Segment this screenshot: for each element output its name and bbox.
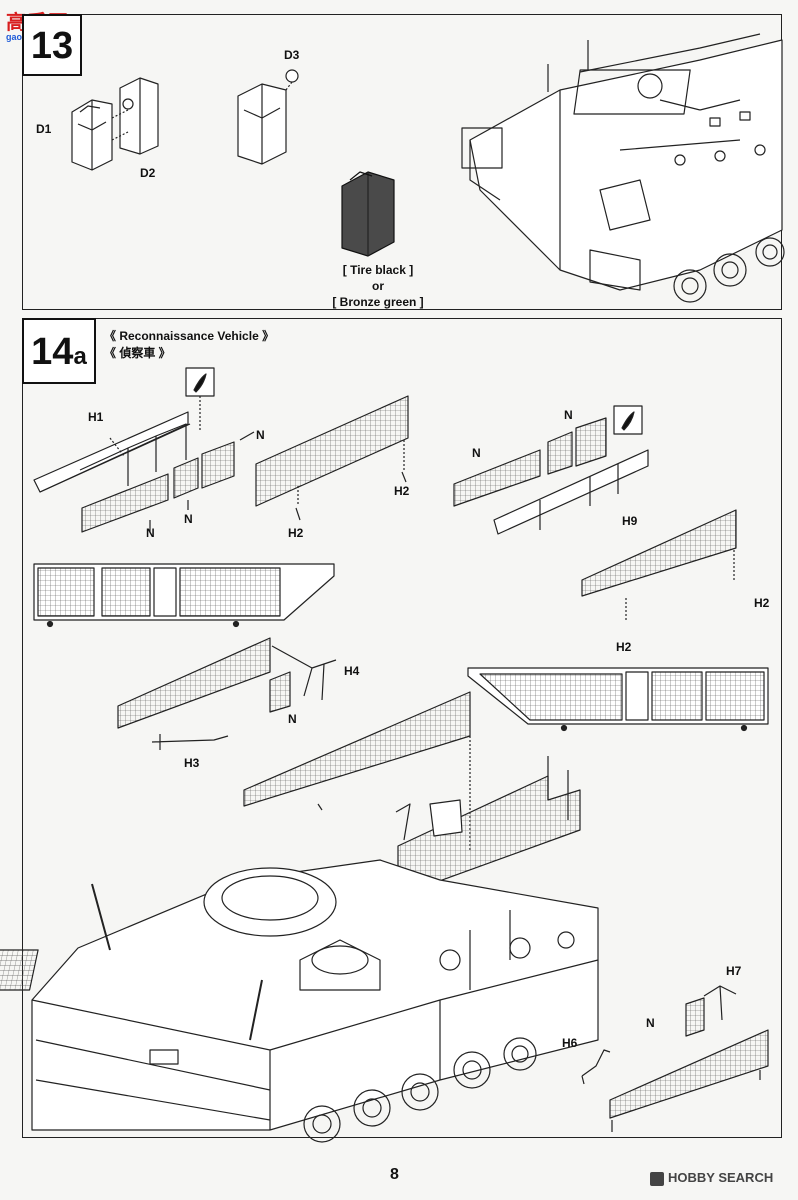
part-label-n: N xyxy=(646,1016,655,1030)
variant-heading-en: 《 Reconnaissance Vehicle 》 xyxy=(104,329,275,343)
part-label-h2: H2 xyxy=(754,596,770,610)
part-label-n: N xyxy=(146,526,155,540)
flat-screen-left xyxy=(33,563,335,628)
jerrycan-painted-drawing xyxy=(341,171,395,257)
vehicle-hull-drawing xyxy=(0,799,599,1143)
jerrycan-d1-d2-drawing xyxy=(71,77,159,171)
variant-heading-jp: 《 偵察車 》 xyxy=(104,346,171,360)
net-panel-8 xyxy=(685,997,705,1037)
part-label-d3: D3 xyxy=(284,48,300,62)
flat-screen-right xyxy=(467,667,769,732)
bracket-h4-drawing xyxy=(271,645,337,701)
page-number: 8 xyxy=(390,1166,399,1183)
part-label-d1: D1 xyxy=(36,122,52,136)
cap-d3-drawing xyxy=(285,69,299,83)
part-label-d2: D2 xyxy=(140,166,156,180)
net-panel-4 xyxy=(453,449,541,507)
vehicle-rear-drawing xyxy=(461,33,785,303)
part-label-h1: H1 xyxy=(88,410,104,424)
net-panel-3 xyxy=(201,441,235,489)
brand-icon xyxy=(650,1171,664,1186)
part-label-n: N xyxy=(184,512,193,526)
part-label-n: N xyxy=(256,428,265,442)
net-panel-7 xyxy=(269,671,291,713)
part-label-h9: H9 xyxy=(622,514,638,528)
variant-heading: 《 Reconnaissance Vehicle 》 《 偵察車 》 xyxy=(104,328,274,362)
brand-name: HOBBY SEARCH xyxy=(668,1170,774,1185)
part-label-n: N xyxy=(288,712,297,726)
part-label-n: N xyxy=(472,446,481,460)
screen-panel-1 xyxy=(255,395,409,507)
bracket-h6-drawing xyxy=(581,1049,611,1085)
step-13-number: 13 xyxy=(30,25,74,67)
step-14a-frame xyxy=(22,318,782,1138)
jerrycan-assembled-drawing xyxy=(237,83,287,165)
bracket-h7-drawing xyxy=(703,985,737,1021)
part-label-h3: H3 xyxy=(184,756,200,770)
frame-h9-drawing xyxy=(493,449,649,535)
part-label-h2: H2 xyxy=(394,484,410,498)
paint-option-or: or xyxy=(372,279,384,293)
frame-h1-drawing xyxy=(33,411,191,493)
screen-panel-2 xyxy=(581,509,737,597)
screen-panel-6 xyxy=(609,1029,769,1119)
bracket-h3-drawing xyxy=(151,734,229,750)
part-label-h2: H2 xyxy=(288,526,304,540)
screen-panel-3 xyxy=(117,637,271,729)
net-panel-5 xyxy=(547,431,573,475)
brand-logo: HOBBY SEARCH xyxy=(650,1170,773,1186)
paint-drop-icon-2 xyxy=(613,405,643,435)
part-label-h2: H2 xyxy=(616,640,632,654)
net-panel-2 xyxy=(173,457,199,499)
paint-note: [ Tire black ] or [ Bronze green ] xyxy=(318,262,438,310)
paint-drop-icon-1 xyxy=(185,367,215,430)
part-label-h7: H7 xyxy=(726,964,742,978)
step-14a-badge: 14a xyxy=(22,318,96,384)
net-panel-6 xyxy=(575,417,607,467)
net-panel-1 xyxy=(81,473,169,533)
part-label-n: N xyxy=(564,408,573,422)
paint-option-tire-black: [ Tire black ] xyxy=(342,263,414,277)
step-13-badge: 13 xyxy=(22,14,82,76)
step-14a-number: 14 xyxy=(31,331,74,373)
part-label-h4: H4 xyxy=(344,664,360,678)
paint-option-bronze-green: [ Bronze green ] xyxy=(332,295,424,309)
step-14a-suffix: a xyxy=(73,343,87,370)
part-label-h6: H6 xyxy=(562,1036,578,1050)
